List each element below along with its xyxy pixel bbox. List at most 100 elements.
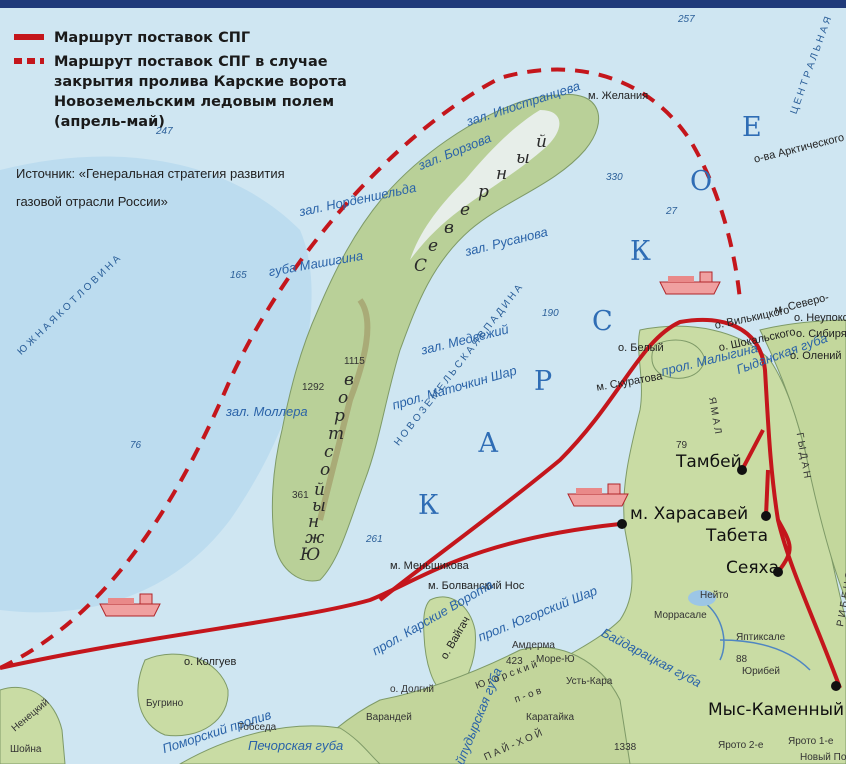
place-label: о. Белый bbox=[618, 342, 664, 354]
legend: Маршрут поставок СПГ Маршрут поставок СП… bbox=[14, 28, 404, 136]
place-label: о. Сибиряк bbox=[796, 328, 846, 340]
elevation-label: 361 bbox=[292, 490, 309, 501]
island-letter: в bbox=[344, 370, 358, 390]
island-letter: й bbox=[536, 132, 551, 152]
sea-letter: С bbox=[592, 306, 615, 337]
island-letter: С bbox=[414, 256, 432, 276]
novaya-zemlya-island bbox=[271, 93, 600, 582]
legend-alt-route-label: Маршрут поставок СПГ в случае закрытия п… bbox=[54, 54, 347, 130]
place-label: Варандей bbox=[366, 712, 412, 723]
place-label: Шойна bbox=[10, 744, 42, 755]
place-label: зал. Моллера bbox=[226, 404, 308, 419]
ship-icon bbox=[567, 483, 629, 507]
elevation-label: 1338 bbox=[614, 742, 637, 753]
sea-letter: К bbox=[630, 236, 653, 267]
sea-letter: О bbox=[690, 166, 715, 197]
elevation-label: 1115 bbox=[344, 356, 365, 367]
port-dot-tabeta bbox=[761, 511, 771, 521]
dashed-line-swatch bbox=[14, 58, 44, 64]
port-label: м. Харасавей bbox=[630, 504, 749, 524]
island-letter: р bbox=[478, 182, 493, 202]
island-letter: р bbox=[334, 406, 349, 426]
island-letter: в bbox=[444, 218, 458, 238]
place-label: о. Колгуев bbox=[184, 656, 237, 668]
pechora-coast bbox=[179, 725, 381, 764]
ice-cap bbox=[410, 110, 560, 260]
elevation-label: 88 bbox=[736, 654, 748, 665]
port-label: Сеяха bbox=[726, 558, 780, 578]
place-label: м. Болванский Нос bbox=[428, 580, 525, 592]
island-letter: ы bbox=[516, 148, 534, 168]
elevation-label: 79 bbox=[676, 440, 688, 451]
island-letter: Ю bbox=[300, 545, 325, 565]
place-label: Печорская губа bbox=[248, 738, 344, 753]
place-label: м. Меньшикова bbox=[390, 560, 469, 572]
ship-icon bbox=[99, 593, 161, 617]
sea-letter: Р bbox=[534, 366, 555, 397]
island-letter: н bbox=[308, 512, 324, 532]
depth-label: 76 bbox=[130, 440, 142, 451]
port-label: Тамбей bbox=[676, 452, 742, 472]
route-tabeta-branch bbox=[764, 469, 770, 517]
port-dot-tambey bbox=[737, 465, 747, 475]
place-label: м. Желания bbox=[588, 90, 649, 102]
kolguev-island bbox=[137, 653, 229, 737]
elevation-label: 1292 bbox=[302, 382, 325, 393]
island-letter: о bbox=[338, 388, 353, 408]
port-dot-mys-kamenny bbox=[831, 681, 841, 691]
route-tambey-branch bbox=[740, 429, 765, 471]
route-seyakha-branch bbox=[776, 519, 792, 574]
legend-route-label: Маршрут поставок СПГ bbox=[54, 30, 251, 46]
port-dot-seyakha bbox=[773, 567, 783, 577]
depth-label: 27 bbox=[666, 206, 678, 217]
place-label: Ярото 1-е bbox=[788, 736, 834, 747]
island-letter: е bbox=[460, 200, 475, 220]
island-letter: н bbox=[496, 164, 512, 184]
place-label: Каратайка bbox=[526, 712, 575, 723]
ship-icon bbox=[659, 271, 721, 295]
legend-route: Маршрут поставок СПГ bbox=[14, 28, 404, 48]
deep-water bbox=[0, 156, 312, 613]
island-letter: й bbox=[314, 480, 329, 500]
gydan-peninsula bbox=[759, 319, 846, 601]
place-label: о. Олений bbox=[790, 350, 842, 362]
solid-line-swatch bbox=[14, 34, 44, 40]
source-note: Источник: «Генеральная стратегия развити… bbox=[16, 166, 285, 209]
port-label: Табета bbox=[706, 526, 769, 546]
depth-label: 257 bbox=[678, 14, 695, 25]
place-label: Яптиксале bbox=[736, 632, 786, 643]
sea-letter: К bbox=[418, 490, 441, 521]
route-kharasavey bbox=[0, 522, 621, 670]
island-ridge bbox=[317, 298, 371, 521]
port-label: Мыс-Каменный bbox=[708, 700, 845, 720]
place-label: Тобседа bbox=[238, 722, 277, 733]
kanin-peninsula bbox=[0, 686, 66, 764]
place-label: Бугрино bbox=[146, 698, 184, 709]
place-label: Ярото 2-е bbox=[718, 740, 764, 751]
place-label: Море-Ю bbox=[536, 654, 575, 665]
depth-label: 165 bbox=[230, 270, 247, 281]
island-letter: т bbox=[328, 424, 349, 444]
place-label: Юрибей bbox=[742, 666, 781, 677]
island-letter: ы bbox=[312, 496, 330, 516]
island-letter: ж bbox=[305, 528, 329, 548]
sea-letter: А bbox=[478, 428, 501, 459]
port-dot-kharasavey bbox=[617, 519, 627, 529]
island-letter: о bbox=[320, 460, 335, 480]
top-bar bbox=[0, 0, 846, 8]
place-label: о. Неупоко bbox=[794, 312, 846, 324]
legend-alt-route: Маршрут поставок СПГ в случае закрытия п… bbox=[14, 52, 404, 132]
route-main bbox=[378, 318, 842, 689]
depth-label: 247 bbox=[156, 126, 173, 137]
island-letter: с bbox=[324, 442, 338, 462]
sea-letter: Е bbox=[742, 112, 764, 143]
lake-neyto bbox=[688, 590, 716, 606]
elevation-label: 423 bbox=[506, 656, 523, 667]
island-letter: е bbox=[428, 236, 443, 256]
depth-label: 261 bbox=[366, 534, 383, 545]
place-label: Новый Порт bbox=[800, 752, 846, 763]
place-label: Амдерма bbox=[512, 640, 555, 651]
place-label: Усть-Кара bbox=[566, 676, 613, 687]
